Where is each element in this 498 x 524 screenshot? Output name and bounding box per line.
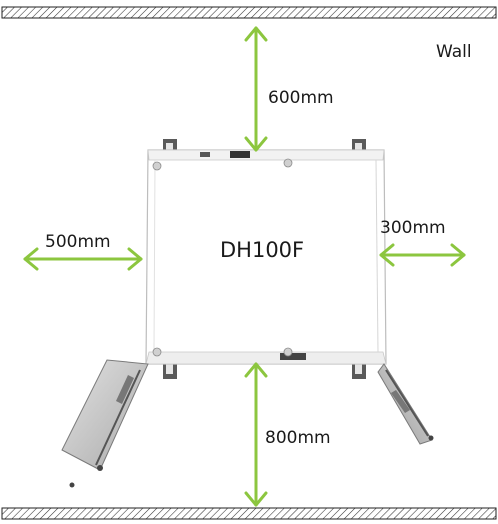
top-clearance-label: 600mm	[268, 88, 334, 108]
right-clearance-label: 300mm	[380, 218, 446, 238]
fixing-point-icon	[283, 158, 293, 168]
top-wall	[1, 6, 497, 19]
unit-body	[145, 149, 387, 365]
fixing-point-icon	[152, 347, 162, 357]
left-clearance-label: 500mm	[45, 232, 111, 252]
left-door-open	[61, 359, 149, 488]
bottom-connector	[280, 353, 306, 360]
unit-model-label: DH100F	[220, 238, 305, 262]
right-clearance-arrow	[379, 243, 466, 267]
fixing-point-icon	[152, 161, 162, 171]
top-clearance-arrow	[244, 26, 268, 152]
left-clearance-arrow	[23, 247, 143, 271]
wall-label: Wall	[436, 42, 472, 62]
right-door-open	[377, 363, 434, 445]
cable-gland	[230, 151, 250, 158]
bottom-clearance-label: 800mm	[265, 428, 331, 448]
bottom-clearance-arrow	[244, 362, 268, 507]
fixing-point-icon	[283, 347, 293, 357]
clearance-arrows	[23, 26, 466, 507]
bottom-wall	[1, 507, 497, 520]
